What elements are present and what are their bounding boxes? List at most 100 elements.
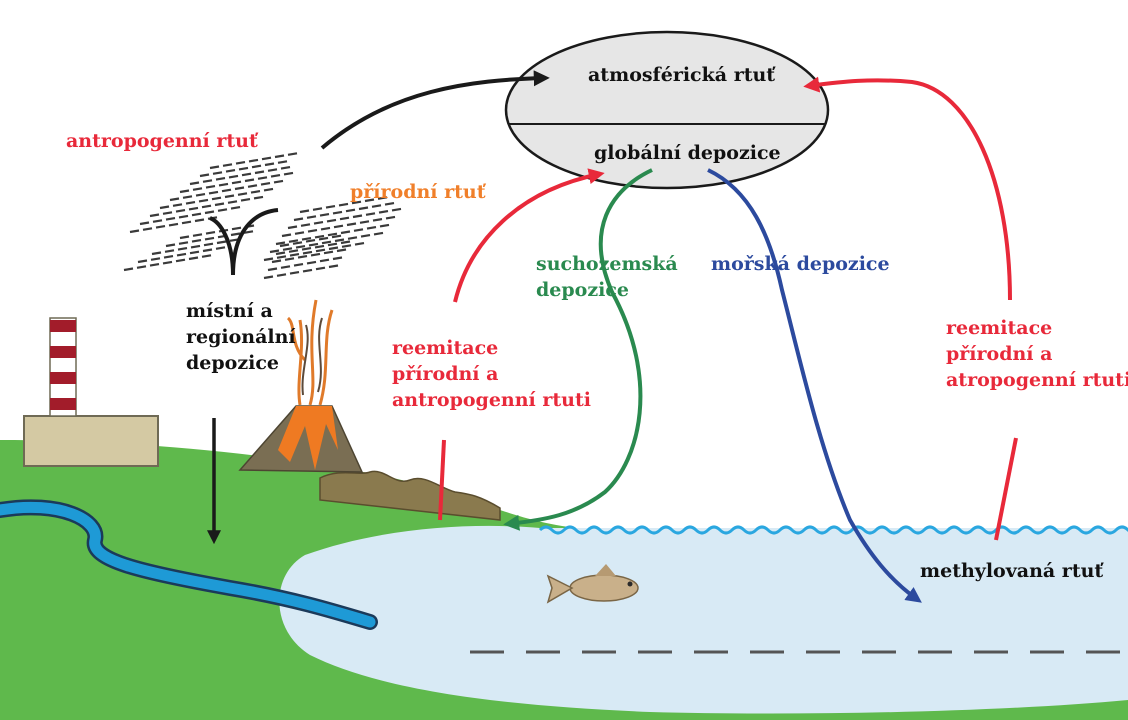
emission-dash [313, 208, 322, 210]
emission-dash [290, 272, 299, 274]
anthropogenic-mercury-label: antropogenní rtuť [66, 128, 258, 154]
emission-dash [278, 161, 287, 163]
emission-dash [265, 164, 274, 166]
emission-dash [190, 183, 199, 185]
emission-dash [302, 238, 311, 240]
emission-dash [328, 244, 337, 246]
emission-dash [216, 178, 225, 180]
emission-dash [138, 261, 147, 263]
emission-dash [203, 250, 212, 252]
emission-dash [308, 230, 317, 232]
emission-dash [210, 167, 219, 169]
emission-dash [226, 170, 235, 172]
emission-dash [204, 244, 213, 246]
emission-dash [176, 210, 185, 212]
emission-dash [251, 191, 260, 193]
emission-dash [262, 158, 271, 160]
emission-dash [219, 184, 228, 186]
emission-dash [328, 234, 337, 236]
emission-dash [189, 258, 198, 260]
emission-dash [232, 228, 241, 230]
factory [24, 318, 158, 466]
emission-dash [245, 180, 254, 182]
emission-dash [340, 218, 349, 220]
emission-dash [293, 242, 302, 244]
emission-dash [379, 211, 388, 213]
emission-dash [321, 228, 330, 230]
emission-dash [236, 162, 245, 164]
emission-dash [309, 244, 318, 246]
emission-dash [258, 177, 267, 179]
emission-dash [165, 250, 174, 252]
emission-dash [341, 232, 350, 234]
natural-mercury-label: přírodní rtuť [350, 179, 486, 205]
emission-dash [191, 246, 200, 248]
emission-dash [306, 240, 315, 242]
emission-dash [183, 196, 192, 198]
emission-dash [303, 270, 312, 272]
emission-dash [150, 264, 159, 266]
emission-dash [232, 182, 241, 184]
emission-dash [346, 210, 355, 212]
emission-dash [206, 186, 215, 188]
emission-dash [173, 204, 182, 206]
emission-dash [190, 252, 199, 254]
emission-dash [153, 220, 162, 222]
emission-dash [332, 236, 341, 238]
emission-dash [320, 214, 329, 216]
emission-dash [270, 251, 279, 253]
reemission-right-stem [996, 438, 1016, 540]
emission-dash [329, 248, 338, 250]
emission-dash [283, 248, 292, 250]
local-regional-deposition-label: místní a regionální depozice [186, 298, 296, 376]
emission-dash [179, 216, 188, 218]
emission-dash [289, 240, 298, 242]
emission-dash [284, 173, 293, 175]
emission-dash [192, 240, 201, 242]
emission-dash [315, 236, 324, 238]
emission-dash [268, 169, 277, 171]
emission-dash [348, 237, 357, 239]
emission-dash [333, 258, 342, 260]
emission-dash [163, 212, 172, 214]
emission-dash [166, 245, 175, 247]
emission-dash [281, 266, 290, 268]
emission-dash [373, 219, 382, 221]
emission-dash [347, 224, 356, 226]
emission-dash [316, 268, 325, 270]
emission-dash [231, 234, 240, 236]
emission-dash [202, 206, 211, 208]
emission-dash [386, 217, 395, 219]
emission-dash [276, 253, 285, 255]
emission-dash [164, 256, 173, 258]
emission-dash [264, 259, 273, 261]
emission-dash [361, 235, 370, 237]
emission-dash [217, 242, 226, 244]
emission-dash [169, 224, 178, 226]
emission-dash [182, 222, 191, 224]
emission-dash [235, 188, 244, 190]
emission-dash [294, 264, 303, 266]
emission-dash [311, 254, 320, 256]
emission-dash [264, 277, 273, 279]
emission-dash [179, 242, 188, 244]
emission-dash [205, 212, 214, 214]
emission-dash [277, 274, 286, 276]
emission-dash [231, 207, 240, 209]
emission-dash [324, 252, 333, 254]
emission-dash [124, 269, 133, 271]
emission-dash [209, 192, 218, 194]
emission-dash [307, 262, 316, 264]
emission-dash [274, 181, 283, 183]
emission-dash [337, 250, 346, 252]
emission-dash [296, 246, 305, 248]
emission-dash [294, 219, 303, 221]
emission-dash [372, 205, 381, 207]
emission-dash [189, 208, 198, 210]
emission-dash [326, 206, 335, 208]
reemission-right-label: reemitace přírodní a atropogenní rtuti [946, 315, 1128, 393]
emission-dash [342, 245, 351, 247]
emission-dash [203, 180, 212, 182]
emission-dash [140, 223, 149, 225]
emission-dash [261, 183, 270, 185]
